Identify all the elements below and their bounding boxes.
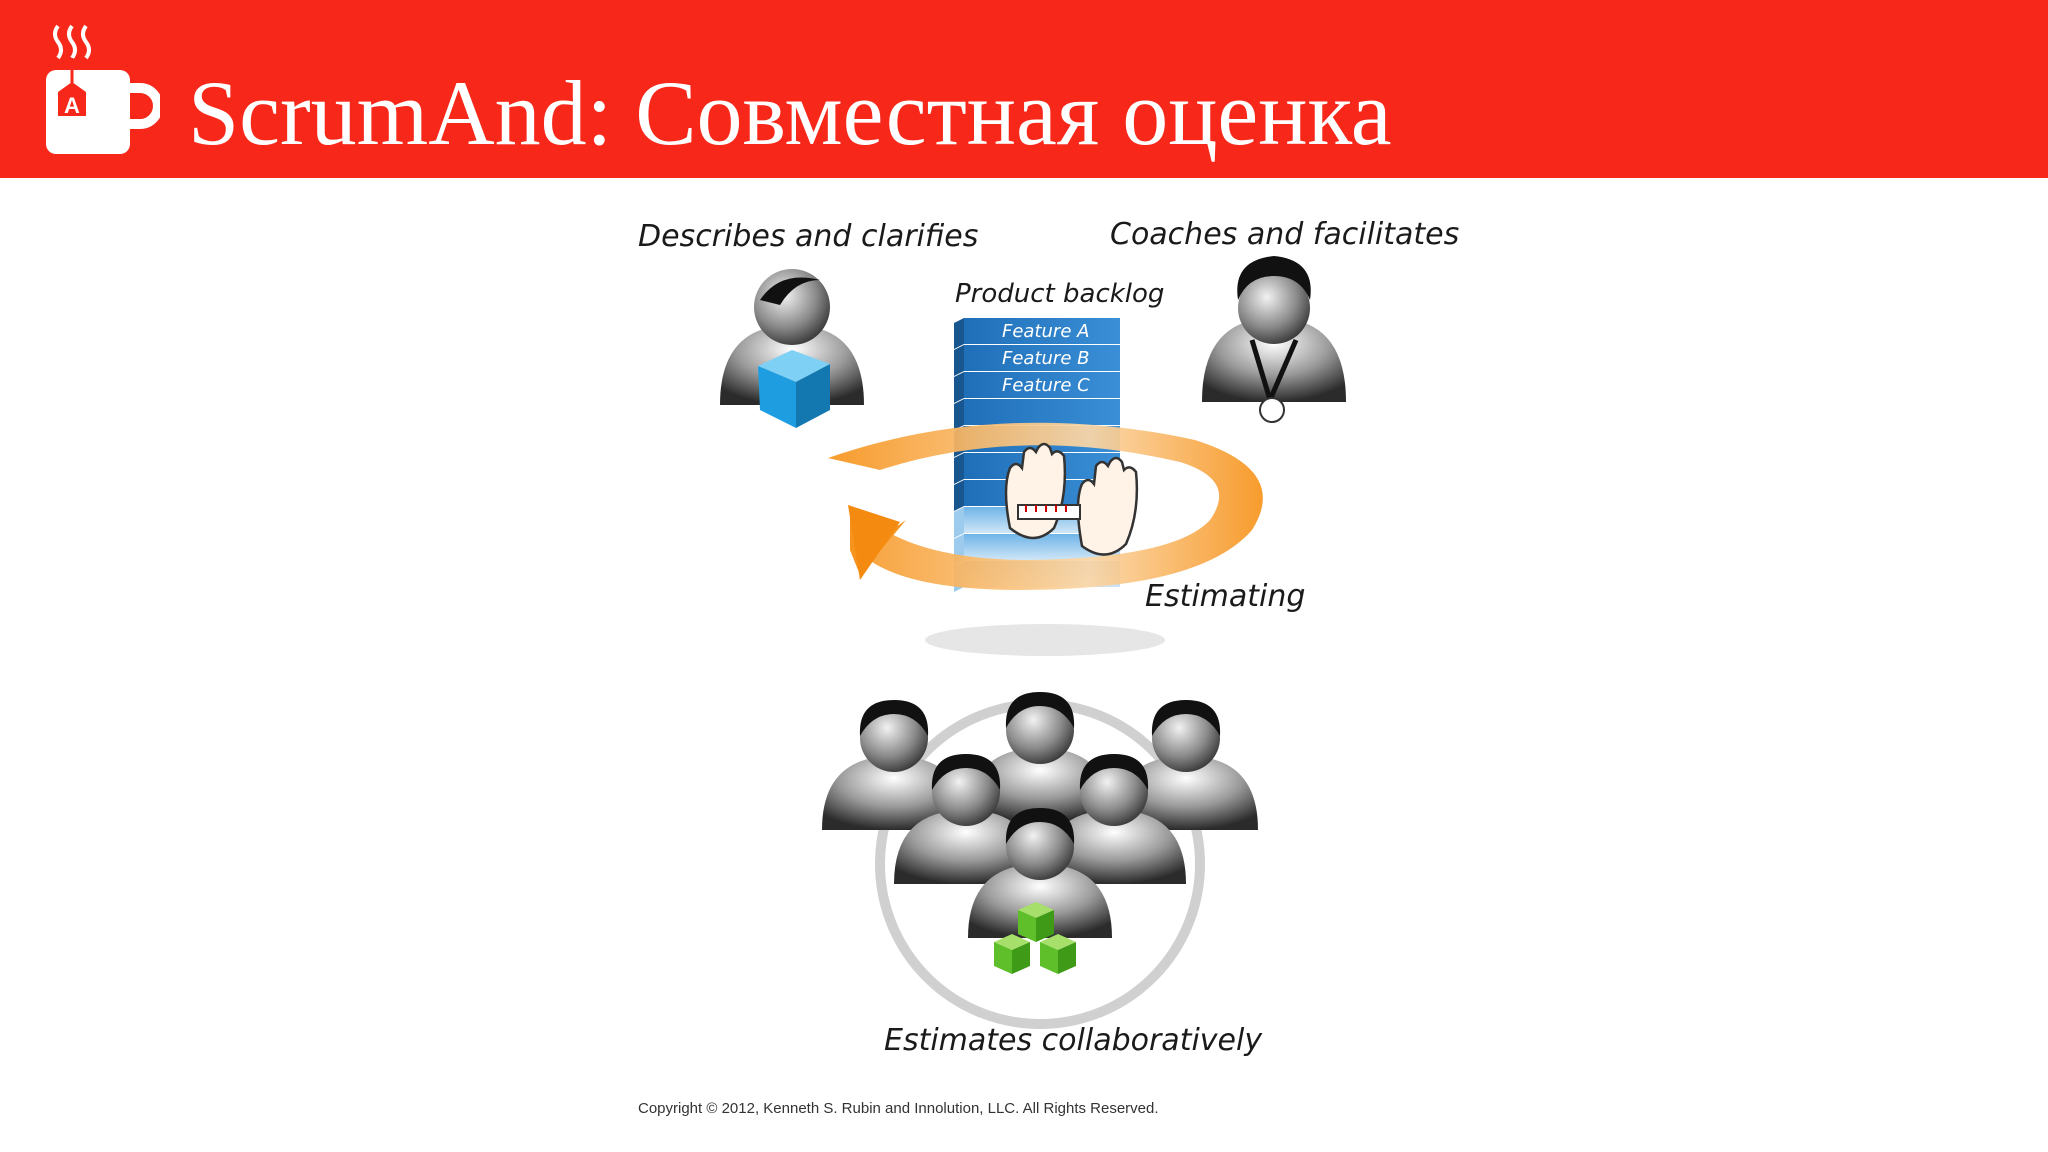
team-member-head (1006, 812, 1074, 880)
copyright-notice: Copyright © 2012, Kenneth S. Rubin and I… (638, 1100, 1159, 1117)
team-label: Estimates collaboratively (884, 1023, 1263, 1058)
backlog-block-side (954, 453, 964, 484)
team-member-hair (1151, 700, 1221, 736)
blue-cube-icon (758, 350, 830, 428)
estimating-label: Estimating (1145, 579, 1305, 614)
backlog-block-side (954, 480, 964, 511)
team-member-head (1152, 704, 1220, 772)
team-member-head (1006, 696, 1074, 764)
slide-title: ScrumAnd: Совместная оценка (188, 62, 1392, 164)
scrum-master-label: Coaches and facilitates (1110, 217, 1459, 252)
team-member-hair (859, 700, 929, 736)
header-bar: A ScrumAnd: Совместная оценка (0, 0, 2048, 178)
team-member-body (822, 756, 966, 830)
team-member-hair (1005, 808, 1075, 844)
product-owner-icon (720, 269, 864, 428)
backlog-block-side (954, 399, 964, 430)
green-cubes-icon (994, 902, 1076, 974)
scrum-master-icon (1202, 256, 1346, 423)
team-member-hair (931, 754, 1001, 790)
coffee-mug-logo-icon: A (46, 24, 160, 154)
team-member-body (968, 748, 1112, 822)
backlog-title: Product backlog (955, 279, 1164, 309)
team-member-body (1114, 756, 1258, 830)
hands-ruler-icon (1004, 442, 1139, 556)
backlog-block-side (954, 372, 964, 403)
estimating-cycle-arrow-icon (828, 422, 1263, 590)
backlog-item-label: Feature B (1002, 348, 1089, 369)
team-icon (822, 692, 1258, 938)
backlog-item-label: Feature A (1002, 321, 1089, 342)
team-member-hair (1079, 754, 1149, 790)
backlog-item-label: Feature C (1002, 375, 1090, 396)
backlog-block-side (954, 345, 964, 376)
team-member-body (1042, 810, 1186, 884)
team-member-head (860, 704, 928, 772)
backlog-block (964, 345, 1120, 371)
backlog-block (964, 399, 1120, 425)
team-member-body (968, 864, 1112, 938)
team-member-body (894, 810, 1038, 884)
collaborative-estimation-diagram: Describes and clarifies Coaches and faci… (638, 217, 1459, 1058)
team-member-hair (1005, 692, 1075, 728)
backlog-block (964, 318, 1120, 344)
logo-letter: A (64, 93, 80, 118)
backlog-block (964, 372, 1120, 398)
backlog-block-side (954, 507, 964, 538)
team-member-head (1080, 758, 1148, 826)
product-owner-label: Describes and clarifies (638, 219, 978, 254)
team-member-head (932, 758, 1000, 826)
backlog-block-side (954, 318, 964, 349)
